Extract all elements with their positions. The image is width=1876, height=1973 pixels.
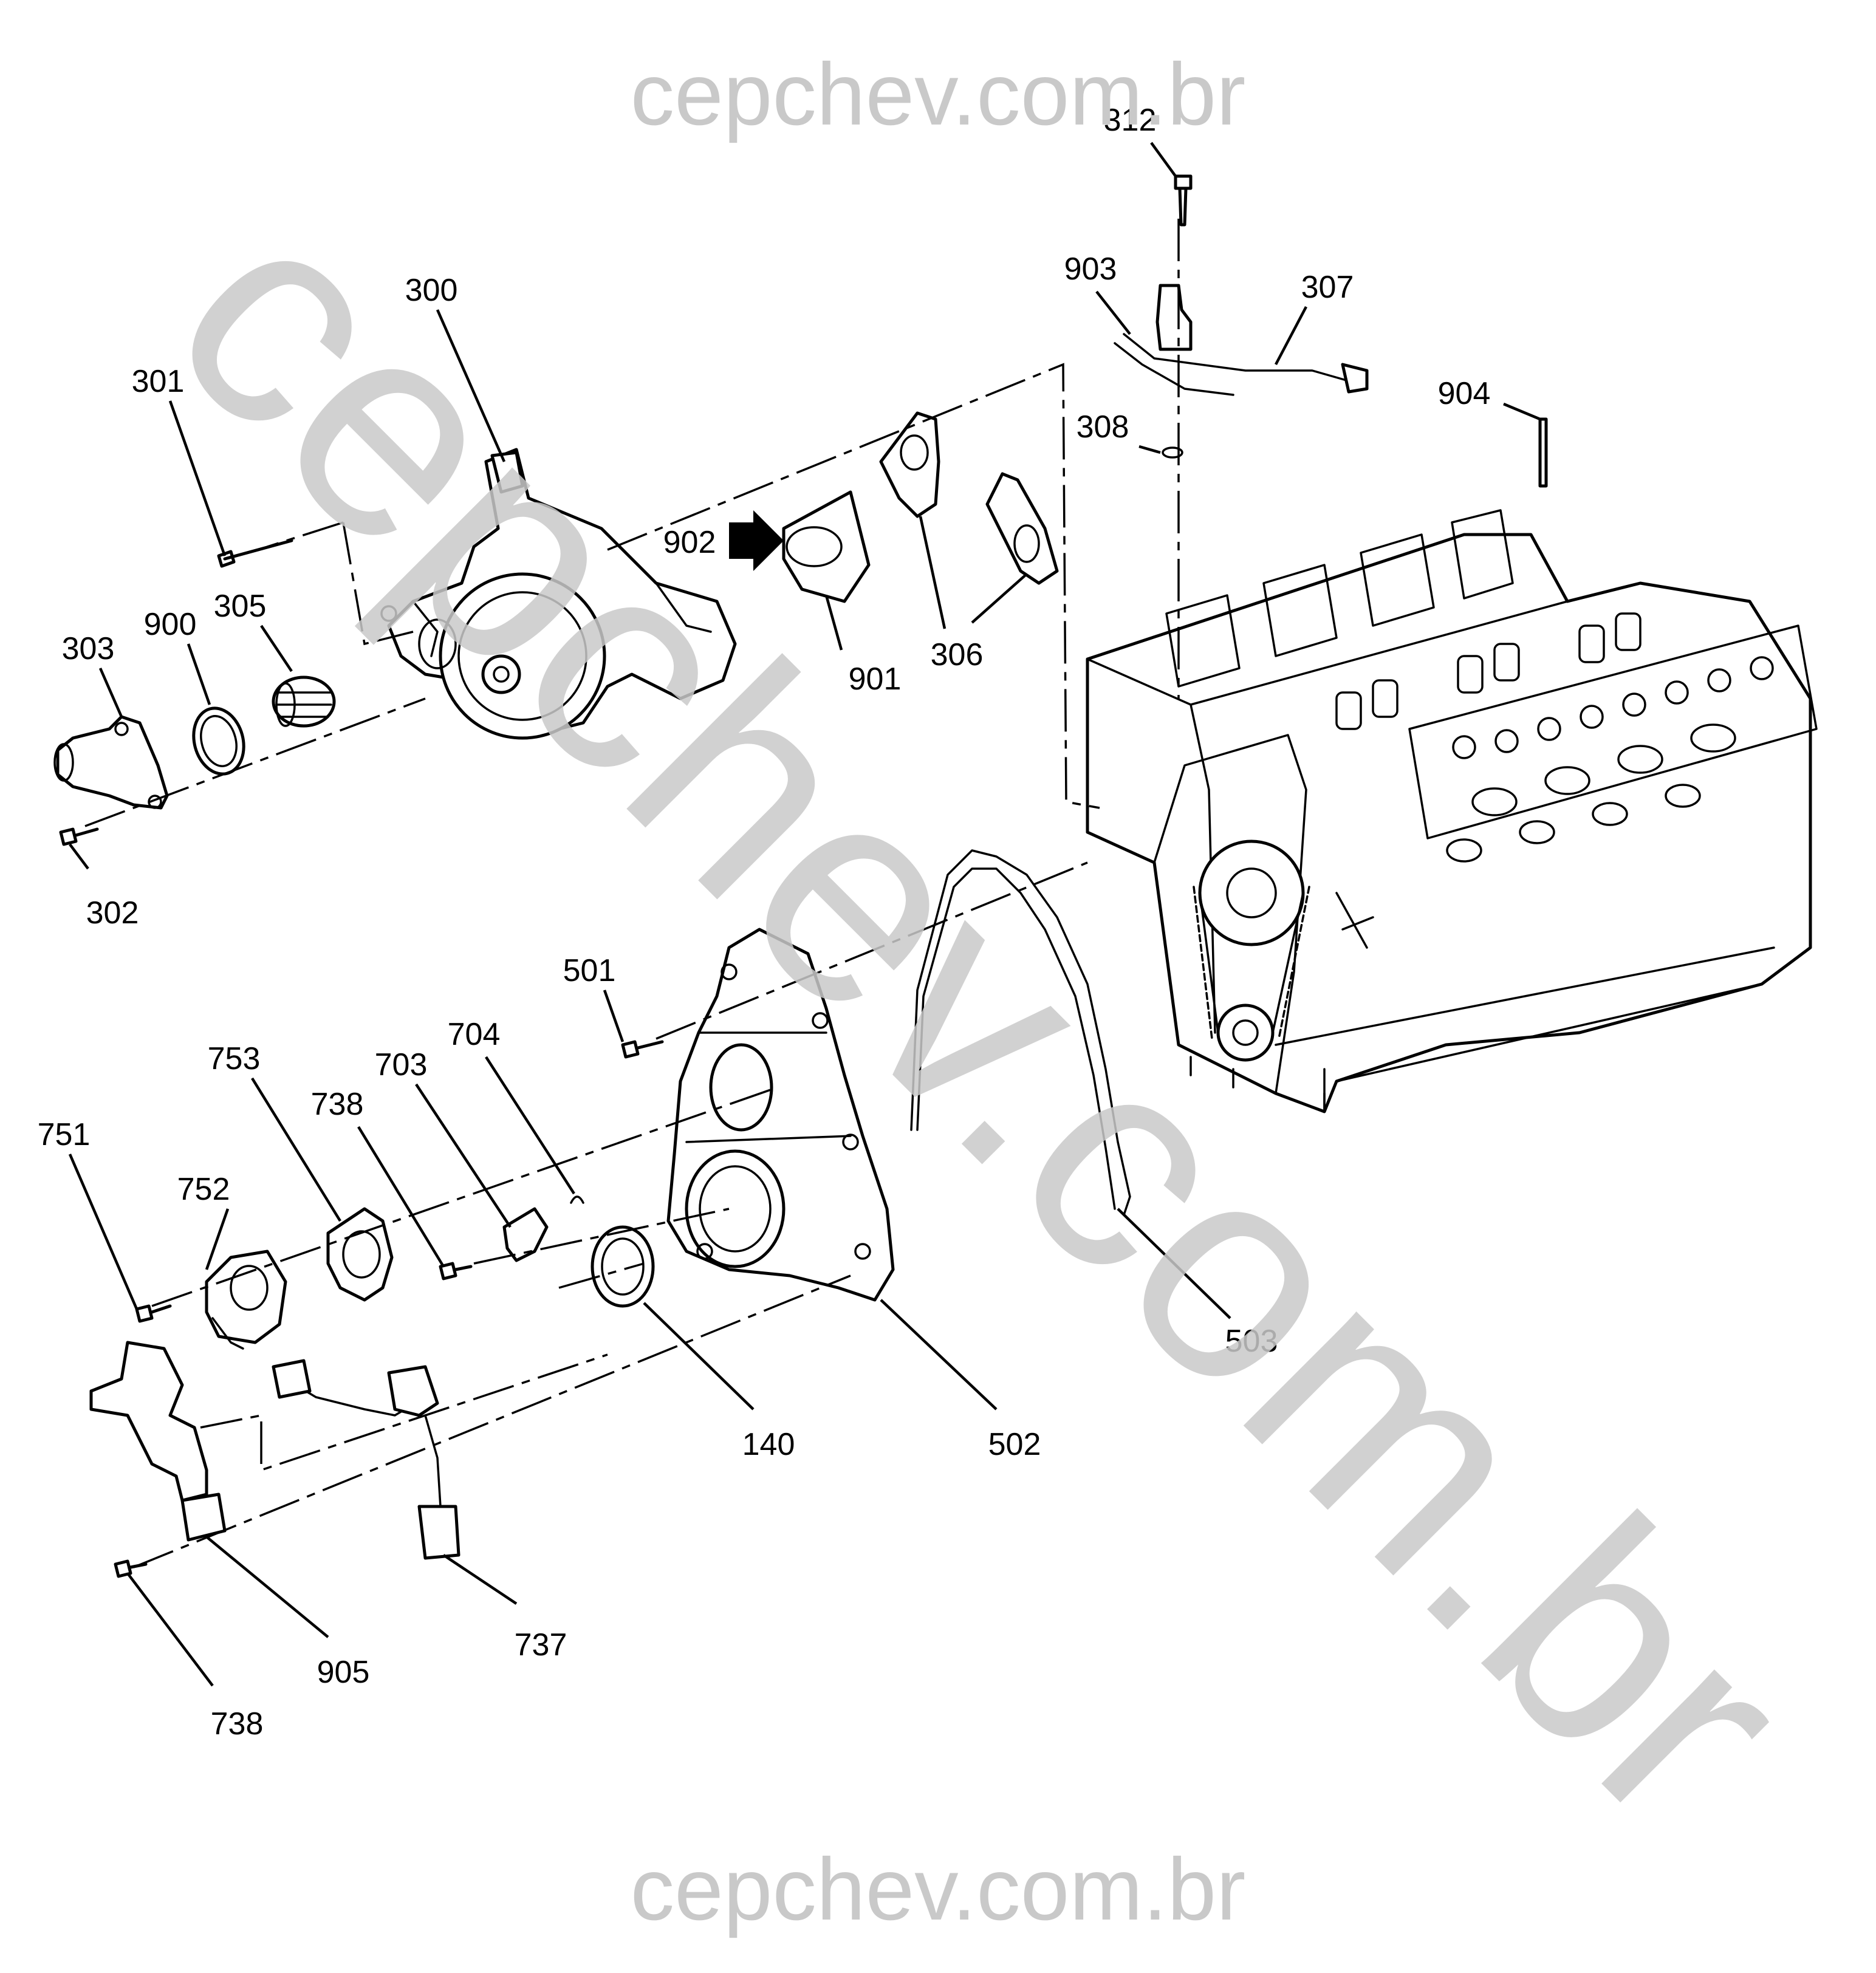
callout-900: 900 <box>144 607 197 642</box>
arrow-icon <box>729 510 784 571</box>
callout-904: 904 <box>1438 376 1491 411</box>
callout-502: 502 <box>988 1427 1041 1462</box>
callout-737: 737 <box>515 1627 567 1663</box>
callout-labels: 312 903 307 300 301 308 904 902 305 900 … <box>38 103 1491 1742</box>
seal-ring <box>192 706 245 776</box>
cam-sensor-gasket <box>326 1207 394 1302</box>
callout-903: 903 <box>1064 251 1117 287</box>
callout-703: 703 <box>375 1047 428 1082</box>
callout-307: 307 <box>1301 270 1354 305</box>
callout-901: 901 <box>849 662 902 697</box>
coolant-bypass-pipe <box>1114 284 1369 396</box>
callout-905: 905 <box>317 1655 370 1690</box>
callout-308: 308 <box>1077 409 1129 445</box>
engine-wiring-harness <box>272 1359 460 1560</box>
callout-301: 301 <box>132 364 185 399</box>
watermark-bottom: cepchev.com.br <box>631 1840 1246 1938</box>
callout-305: 305 <box>214 589 267 624</box>
callout-753: 753 <box>208 1041 261 1076</box>
water-pump <box>380 448 737 740</box>
callout-503: 503 <box>1225 1324 1278 1359</box>
callout-302: 302 <box>86 895 139 931</box>
callout-738-upper: 738 <box>311 1087 364 1122</box>
crankshaft-seal <box>591 1225 655 1308</box>
watermark-top: cepchev.com.br <box>631 45 1246 143</box>
water-pump-gaskets <box>879 411 1059 585</box>
callout-902: 902 <box>663 525 716 560</box>
crankshaft-position-sensor <box>89 1341 227 1542</box>
callout-738-lower: 738 <box>211 1706 264 1742</box>
callout-303: 303 <box>62 631 115 666</box>
front-cover-gasket <box>910 849 1131 1216</box>
timing-cover <box>666 928 895 1302</box>
cam-sensor-cover <box>205 1250 287 1350</box>
callout-501: 501 <box>563 953 616 988</box>
engine-block <box>1086 509 1818 1113</box>
fasteners <box>59 174 1548 1578</box>
callout-140: 140 <box>742 1427 795 1462</box>
callout-751: 751 <box>38 1117 91 1152</box>
callout-312: 312 <box>1104 103 1157 138</box>
callout-752: 752 <box>177 1172 230 1207</box>
leader-lines <box>68 142 1541 1687</box>
thermostat <box>272 675 336 728</box>
callout-306: 306 <box>931 637 984 672</box>
callout-704: 704 <box>448 1017 501 1052</box>
pump-seal <box>782 490 871 603</box>
cam-sensor-retainer <box>502 1207 549 1262</box>
callout-300: 300 <box>405 273 458 308</box>
assembly-centerlines <box>84 219 1180 1568</box>
thermostat-housing <box>53 715 169 810</box>
